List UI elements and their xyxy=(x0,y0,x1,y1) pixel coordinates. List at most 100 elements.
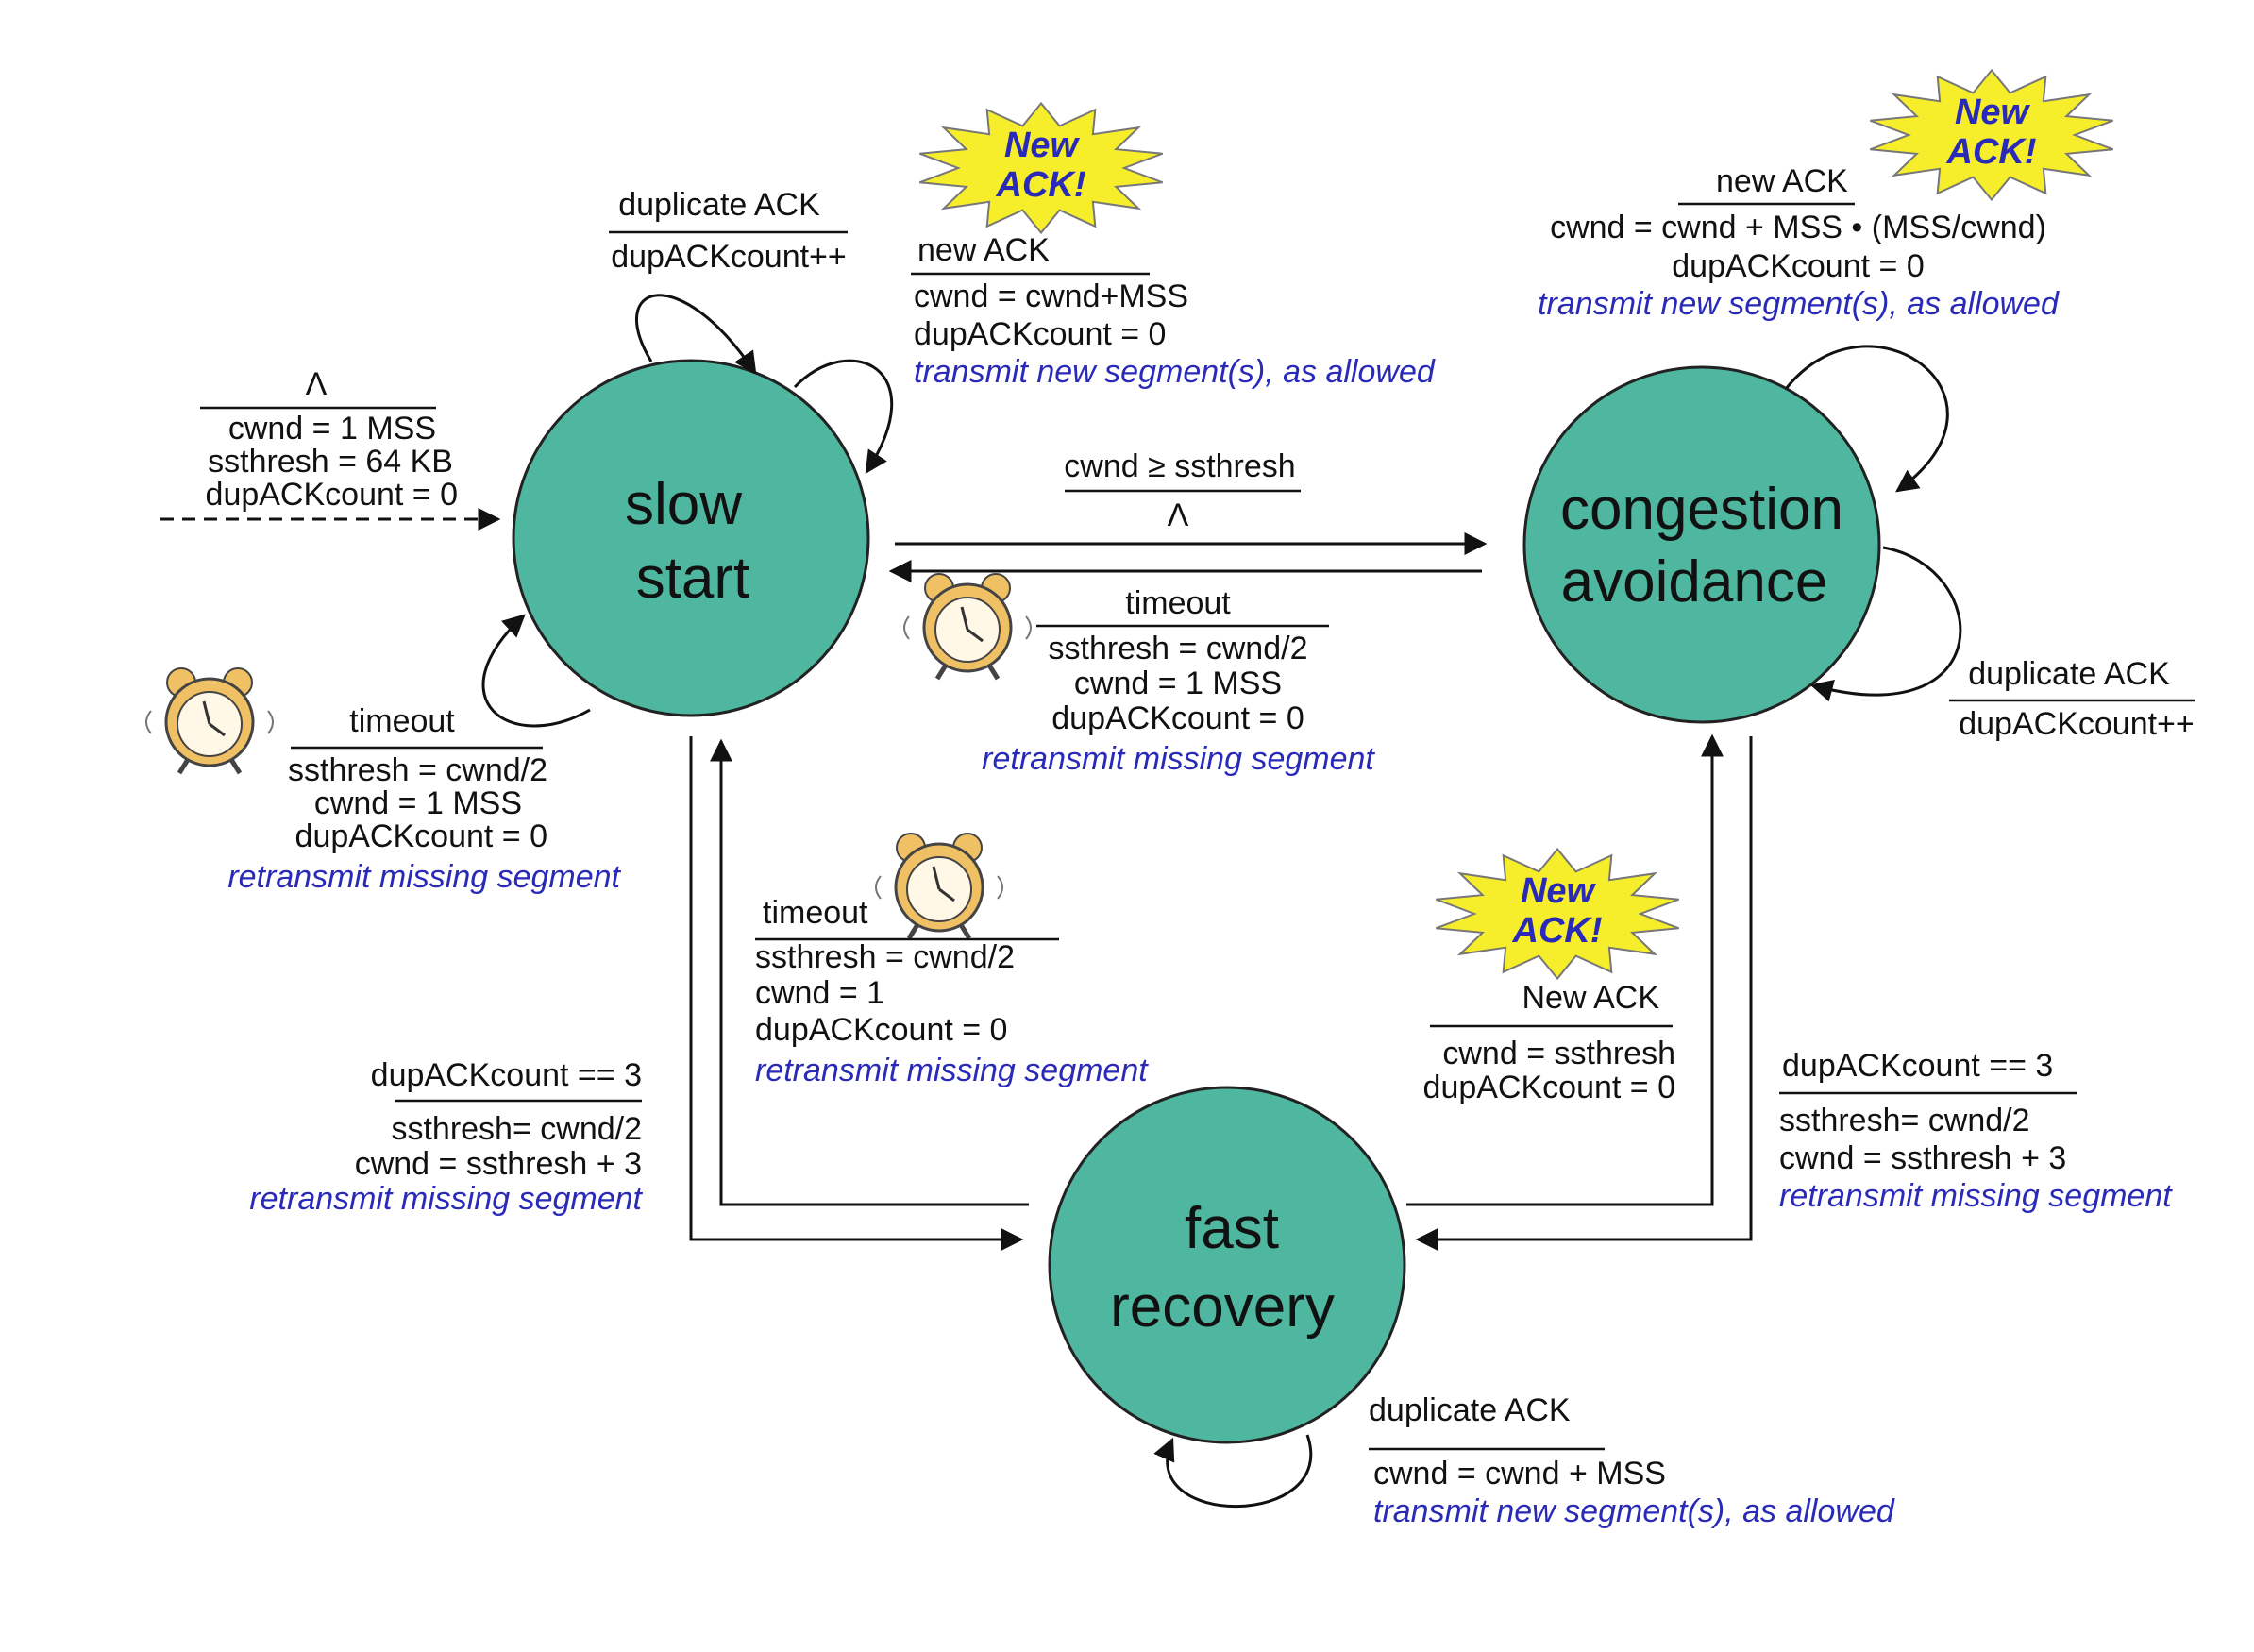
starburst-shape xyxy=(1869,68,2114,202)
label-ss-timeout-action-3: dupACKcount = 0 xyxy=(295,818,547,854)
state-congestion-avoidance-line2: avoidance xyxy=(1561,549,1828,615)
state-fast-recovery-circle xyxy=(1048,1086,1406,1444)
label-fr-new-ack-action-2: dupACKcount = 0 xyxy=(1423,1070,1675,1105)
label-ca-dup-ack-event: duplicate ACK xyxy=(1968,656,2170,692)
label-ss-dup-ack-event: duplicate ACK xyxy=(618,187,820,223)
label-ss-new-ack: new ACK cwnd = cwnd+MSS dupACKcount = 0 … xyxy=(911,232,1436,390)
label-ss-new-ack-action-1: cwnd = cwnd+MSS xyxy=(914,278,1188,314)
label-ca-timeout: timeout ssthresh = cwnd/2 cwnd = 1 MSS d… xyxy=(982,585,1375,777)
label-ca-timeout-action-1: ssthresh = cwnd/2 xyxy=(1049,631,1308,666)
label-ca-dup-ack: duplicate ACK dupACKcount++ xyxy=(1949,656,2195,742)
label-ss-timeout-event: timeout xyxy=(349,703,455,739)
label-ss-to-fr-event: dupACKcount == 3 xyxy=(371,1057,642,1093)
state-fast-recovery-line1: fast xyxy=(1185,1196,1279,1261)
label-ca-timeout-action-3: dupACKcount = 0 xyxy=(1051,700,1304,736)
starburst-shape xyxy=(918,101,1164,235)
label-ca-timeout-event: timeout xyxy=(1125,585,1231,621)
label-fr-new-ack-event: New ACK xyxy=(1522,980,1660,1016)
label-ca-to-fr-action-italic: retransmit missing segment xyxy=(1779,1178,2173,1214)
label-init: Λ cwnd = 1 MSS ssthresh = 64 KB dupACKco… xyxy=(200,366,458,513)
label-ss-new-ack-action-italic: transmit new segment(s), as allowed xyxy=(914,354,1436,390)
label-ss-to-fr-action-1: ssthresh= cwnd/2 xyxy=(391,1111,642,1147)
label-ca-timeout-action-italic: retransmit missing segment xyxy=(982,741,1375,777)
starburst-shape xyxy=(1435,847,1680,981)
edge-ss-new-ack-loop xyxy=(793,359,894,475)
label-init-action-1: cwnd = 1 MSS xyxy=(228,411,436,447)
state-fast-recovery-line2: recovery xyxy=(1110,1274,1335,1340)
label-ss-to-ca-event: cwnd ≥ ssthresh xyxy=(1064,448,1295,484)
label-ss-timeout: timeout ssthresh = cwnd/2 cwnd = 1 MSS d… xyxy=(227,703,621,895)
label-init-event: Λ xyxy=(306,366,328,402)
state-slow-start: slow start xyxy=(512,359,870,717)
edge-fr-to-ss-timeout xyxy=(710,738,1029,1206)
label-ca-new-ack: new ACK cwnd = cwnd + MSS • (MSS/cwnd) d… xyxy=(1538,163,2060,322)
edge-ss-timeout-loop xyxy=(481,614,591,728)
label-fr-timeout-action-2: cwnd = 1 xyxy=(755,975,884,1011)
edge-ca-new-ack-loop xyxy=(1784,345,1949,493)
label-ss-dup-ack: duplicate ACK dupACKcount++ xyxy=(609,187,848,275)
badge-new-line1: New xyxy=(1955,93,2031,132)
label-ca-new-ack-event: new ACK xyxy=(1716,163,1848,199)
label-fr-timeout-action-italic: retransmit missing segment xyxy=(755,1053,1149,1088)
state-congestion-avoidance: congestion avoidance xyxy=(1522,365,1881,724)
badge-ack-line2: ACK! xyxy=(996,165,1086,205)
badge-ack-line2: ACK! xyxy=(1512,911,1603,951)
label-init-action-3: dupACKcount = 0 xyxy=(206,477,458,513)
label-fr-timeout-event: timeout xyxy=(763,895,868,931)
state-fast-recovery: fast recovery xyxy=(1048,1086,1406,1444)
alarm-clock-icon xyxy=(146,668,273,773)
label-fr-dup-ack-event: duplicate ACK xyxy=(1369,1392,1571,1428)
new-ack-starburst-ca: New ACK! xyxy=(1869,68,2114,202)
edges xyxy=(160,294,1962,1509)
edge-ss-to-fr xyxy=(689,736,1024,1251)
edge-fr-to-ca xyxy=(1406,733,1724,1206)
label-ca-new-ack-action-1: cwnd = cwnd + MSS • (MSS/cwnd) xyxy=(1550,210,2046,245)
label-ss-to-fr-action-italic: retransmit missing segment xyxy=(249,1181,643,1217)
badge-new-line1: New xyxy=(1521,871,1597,911)
badge-new-line1: New xyxy=(1004,126,1081,165)
label-ca-to-fr-event: dupACKcount == 3 xyxy=(1782,1048,2053,1084)
label-ss-timeout-action-2: cwnd = 1 MSS xyxy=(314,785,522,821)
label-ss-to-ca: cwnd ≥ ssthresh Λ xyxy=(1064,448,1301,533)
label-fr-dup-ack: duplicate ACK cwnd = cwnd + MSS transmit… xyxy=(1369,1392,1895,1529)
label-ca-new-ack-action-2: dupACKcount = 0 xyxy=(1672,248,1924,284)
label-init-action-2: ssthresh = 64 KB xyxy=(208,444,453,480)
label-ca-timeout-action-2: cwnd = 1 MSS xyxy=(1074,666,1282,701)
state-slow-start-line2: start xyxy=(636,546,750,611)
edge-fr-dup-ack-loop xyxy=(1153,1434,1313,1509)
label-fr-dup-ack-action-italic: transmit new segment(s), as allowed xyxy=(1373,1493,1895,1529)
label-ss-new-ack-action-2: dupACKcount = 0 xyxy=(914,316,1166,352)
state-slow-start-circle xyxy=(512,359,870,717)
state-congestion-avoidance-line1: congestion xyxy=(1560,477,1843,542)
edge-ca-dup-ack-loop xyxy=(1809,546,1962,702)
label-ca-new-ack-action-italic: transmit new segment(s), as allowed xyxy=(1538,286,2060,322)
label-fr-dup-ack-action-1: cwnd = cwnd + MSS xyxy=(1373,1456,1666,1492)
state-slow-start-line1: slow xyxy=(625,472,742,537)
new-ack-starburst-fr: New ACK! xyxy=(1435,847,1680,981)
alarm-clock-icon xyxy=(904,574,1031,679)
label-fr-new-ack: New ACK cwnd = ssthresh dupACKcount = 0 xyxy=(1423,980,1675,1105)
label-fr-new-ack-action-1: cwnd = ssthresh xyxy=(1442,1036,1675,1071)
new-ack-starburst-ss: New ACK! xyxy=(918,101,1164,235)
label-ss-new-ack-event: new ACK xyxy=(917,232,1050,268)
label-ca-dup-ack-action-1: dupACKcount++ xyxy=(1959,706,2195,742)
state-congestion-avoidance-circle xyxy=(1522,365,1881,724)
edge-ca-to-fr xyxy=(1415,736,1753,1251)
label-ss-timeout-action-italic: retransmit missing segment xyxy=(227,859,621,895)
label-ss-to-fr: dupACKcount == 3 ssthresh= cwnd/2 cwnd =… xyxy=(249,1057,643,1217)
alarm-clock-icon xyxy=(876,834,1002,938)
label-fr-timeout: timeout ssthresh = cwnd/2 cwnd = 1 dupAC… xyxy=(755,895,1149,1088)
label-ca-to-fr: dupACKcount == 3 ssthresh= cwnd/2 cwnd =… xyxy=(1779,1048,2173,1214)
label-fr-timeout-action-3: dupACKcount = 0 xyxy=(755,1012,1007,1048)
badge-ack-line2: ACK! xyxy=(1946,132,2037,172)
label-ca-to-fr-action-2: cwnd = ssthresh + 3 xyxy=(1779,1140,2066,1176)
label-ss-timeout-action-1: ssthresh = cwnd/2 xyxy=(288,752,547,788)
label-ss-to-fr-action-2: cwnd = ssthresh + 3 xyxy=(355,1146,642,1182)
edge-ss-dup-ack-loop xyxy=(634,294,757,375)
label-ca-to-fr-action-1: ssthresh= cwnd/2 xyxy=(1779,1103,2030,1138)
label-ss-to-ca-action-1: Λ xyxy=(1168,497,1189,533)
label-fr-timeout-action-1: ssthresh = cwnd/2 xyxy=(755,939,1015,975)
label-ss-dup-ack-action-1: dupACKcount++ xyxy=(611,239,847,275)
